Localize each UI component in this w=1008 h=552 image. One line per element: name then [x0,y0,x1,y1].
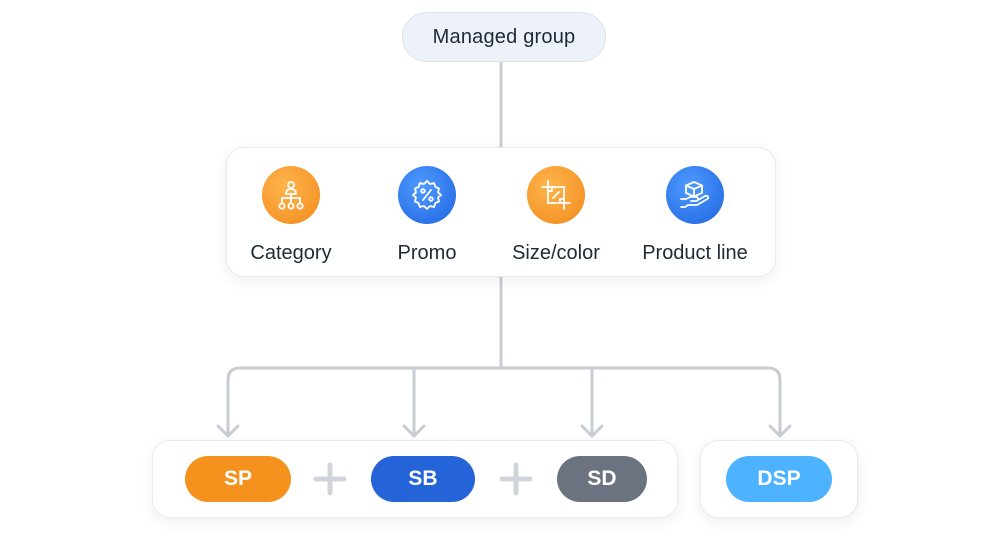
arrowhead-dsp [768,424,792,438]
dsp-pill: DSP [726,456,832,502]
plus-icon [313,462,347,496]
crop-icon [527,166,585,224]
sd-label: SD [587,467,617,490]
horizontal-branch-line [226,366,782,438]
grouping-label: Product line [642,242,748,264]
dsp-label: DSP [757,467,801,490]
grouping-product-line: Product line [625,166,765,265]
managed-group-label: Managed group [432,25,576,48]
hierarchy-icon [262,166,320,224]
arrowhead-sb [402,424,426,438]
plus-icon [499,462,533,496]
sd-pill: SD [557,456,647,502]
arrowhead-sd [580,424,604,438]
grouping-category: Category [221,166,361,265]
sp-label: SP [223,467,252,490]
grouping-size-color: Size/color [486,166,626,265]
arrowhead-sp [216,424,240,438]
grouping-options-card: Category Promo Size/color [226,147,776,277]
box-in-hand-icon [666,166,724,224]
grouping-promo: Promo [357,166,497,265]
managed-group-node: Managed group [402,12,606,62]
sponsored-channels-card: SP SB SD [152,440,678,518]
dsp-card: DSP [700,440,858,518]
sb-pill: SB [371,456,475,502]
grouping-label: Size/color [512,242,600,264]
percent-badge-icon [398,166,456,224]
grouping-label: Promo [397,242,457,264]
grouping-label: Category [250,242,332,264]
sb-label: SB [408,467,438,490]
sp-pill: SP [185,456,291,502]
